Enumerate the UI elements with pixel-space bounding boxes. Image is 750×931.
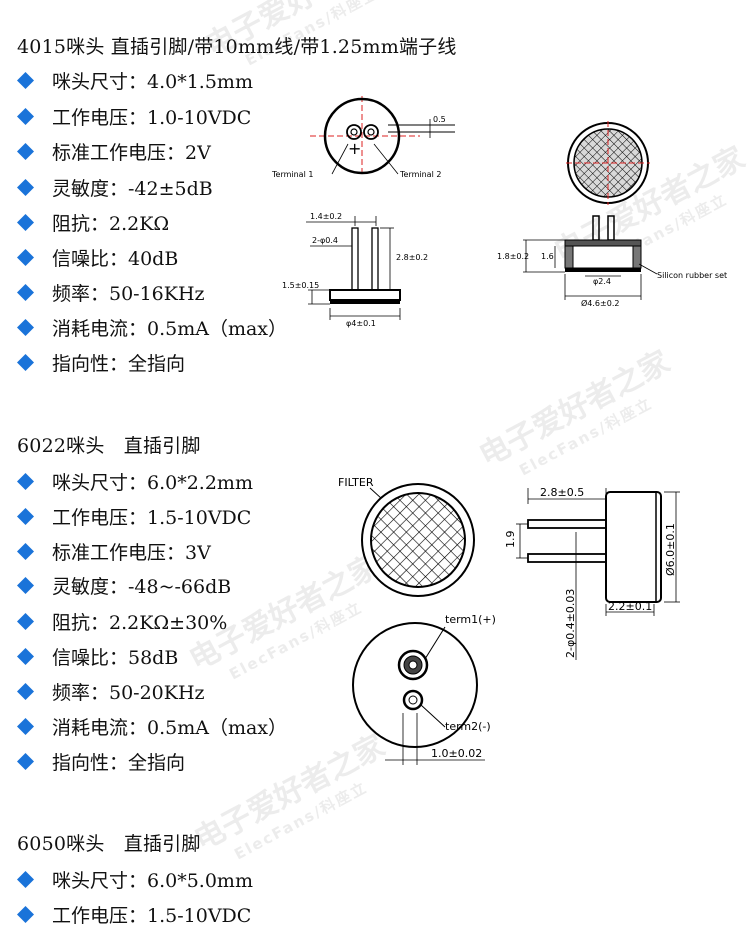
spec-text: 指向性：全指向: [52, 352, 186, 375]
section-title: 4015咪头 直插引脚/带10mm线/带1.25mm端子线: [17, 36, 457, 58]
spec-text: 工作电压：1.5-10VDC: [52, 506, 252, 529]
diamond-bullet-icon: [17, 542, 34, 560]
dim-pin-dia-label: 2-φ0.4: [312, 236, 338, 245]
term1-label: term1(+): [445, 613, 496, 626]
diamond-bullet-icon: [17, 71, 34, 89]
section-title: 6022咪头 直插引脚: [17, 435, 201, 457]
term2-label: term2(-): [445, 720, 491, 733]
diamond-bullet-icon: [17, 717, 34, 735]
spec-item: 指向性：全指向: [17, 347, 185, 377]
spec-item: 消耗电流：0.5mA（max）: [17, 711, 287, 741]
dim-side-height-label: 1.8±0.2: [497, 252, 529, 261]
diamond-bullet-icon: [17, 283, 34, 301]
diamond-bullet-icon: [17, 507, 34, 525]
diamond-bullet-icon: [17, 576, 34, 594]
dim-body-dia-label: Ø6.0±0.1: [664, 523, 677, 576]
diamond-bullet-icon: [17, 178, 34, 196]
diamond-bullet-icon: [17, 612, 34, 630]
drawing-4015-section-view: 1.8±0.2 1.6 φ2.4 Ø4.6±0.2 Silicon rubber…: [497, 212, 747, 312]
svg-text:+: +: [348, 139, 361, 158]
diamond-bullet-icon: [17, 682, 34, 700]
spec-item: 咪头尺寸：6.0*5.0mm: [17, 864, 253, 894]
spec-text: 阻抗：2.2KΩ: [52, 212, 170, 235]
drawing-6022-filter-view: FILTER: [330, 468, 480, 598]
spec-text: 频率：50-20KHz: [52, 681, 205, 704]
spec-item: 阻抗：2.2KΩ: [17, 207, 169, 237]
filter-label: FILTER: [338, 476, 374, 489]
dim-pin-gap-label: 1.0±0.02: [431, 747, 482, 760]
section-title: 6050咪头 直插引脚: [17, 833, 201, 855]
spec-text: 咪头尺寸：6.0*2.2mm: [52, 471, 253, 494]
dim-pin-dia-label: 2-φ0.4±0.03: [564, 589, 577, 658]
diamond-bullet-icon: [17, 870, 34, 888]
drawing-4015-side-view: 1.4±0.2 2-φ0.4 2.8±0.2 1.5±0.15 φ4±0.1: [282, 208, 442, 333]
watermark: 电子爱好者之家 ElecFans/科座立: [470, 337, 686, 493]
spec-item: 频率：50-16KHz: [17, 277, 205, 307]
spec-item: 阻抗：2.2KΩ±30%: [17, 606, 227, 636]
spec-text: 信噪比：58dB: [52, 646, 179, 669]
spec-item: 灵敏度：-48~-66dB: [17, 570, 231, 600]
dim-inner-height-label: 1.6: [541, 252, 554, 261]
spec-item: 指向性：全指向: [17, 746, 185, 776]
dim-outer-dia-label: Ø4.6±0.2: [581, 298, 619, 308]
spec-item: 工作电压：1.5-10VDC: [17, 899, 251, 929]
dim-pin-length-label: 2.8±0.5: [540, 486, 584, 499]
terminal-2-label: Terminal 2: [399, 170, 441, 179]
spec-text: 灵敏度：-42±5dB: [52, 177, 213, 200]
diamond-bullet-icon: [17, 213, 34, 231]
spec-item: 咪头尺寸：6.0*2.2mm: [17, 466, 253, 496]
diamond-bullet-icon: [17, 107, 34, 125]
spec-text: 阻抗：2.2KΩ±30%: [52, 611, 228, 634]
diamond-bullet-icon: [17, 647, 34, 665]
spec-text: 指向性：全指向: [52, 751, 186, 774]
spec-text: 咪头尺寸：6.0*5.0mm: [52, 869, 253, 892]
spec-text: 频率：50-16KHz: [52, 282, 205, 305]
diamond-bullet-icon: [17, 472, 34, 490]
diamond-bullet-icon: [17, 353, 34, 371]
silicon-rubber-label: Silicon rubber set: [657, 271, 727, 280]
dim-inner-dia-label: φ2.4: [593, 277, 611, 286]
terminal-1-label: Terminal 1: [271, 170, 313, 179]
dim-body-height-label: 1.5±0.15: [282, 281, 319, 290]
dim-pitch-label: 1.4±0.2: [310, 212, 342, 221]
spec-item: 信噪比：40dB: [17, 242, 178, 272]
diamond-bullet-icon: [17, 318, 34, 336]
spec-item: 标准工作电压：3V: [17, 536, 211, 566]
spec-item: 咪头尺寸：4.0*1.5mm: [17, 65, 253, 95]
diamond-bullet-icon: [17, 248, 34, 266]
spec-text: 咪头尺寸：4.0*1.5mm: [52, 70, 253, 93]
drawing-6022-side-view: 2.8±0.5 1.9 2-φ0.4±0.03 Ø6.0±0.1 2.2±0.1: [488, 480, 688, 670]
drawing-4015-filter-view: [563, 118, 653, 208]
spec-text: 消耗电流：0.5mA（max）: [52, 716, 288, 739]
spec-text: 标准工作电压：3V: [52, 541, 211, 564]
spec-item: 消耗电流：0.5mA（max）: [17, 312, 287, 342]
drawing-6022-terminal-view: term1(+) term2(-) 1.0±0.02: [345, 605, 525, 770]
diamond-bullet-icon: [17, 142, 34, 160]
spec-item: 频率：50-20KHz: [17, 676, 205, 706]
dim-body-dia-label: φ4±0.1: [346, 319, 376, 328]
dim-gap-label: 0.5: [433, 115, 446, 124]
dim-pin-length-label: 2.8±0.2: [396, 253, 428, 262]
spec-text: 标准工作电压：2V: [52, 141, 211, 164]
spec-item: 工作电压：1.5-10VDC: [17, 501, 251, 531]
spec-text: 工作电压：1.5-10VDC: [52, 904, 252, 927]
spec-item: 工作电压：1.0-10VDC: [17, 101, 251, 131]
dim-pitch-label: 1.9: [504, 531, 517, 549]
spec-text: 工作电压：1.0-10VDC: [52, 106, 252, 129]
watermark-subtext: ElecFans/科座立: [516, 393, 656, 480]
spec-item: 标准工作电压：2V: [17, 136, 211, 166]
drawing-4015-top-view: + 0.5 Terminal 1 Terminal 2: [270, 92, 470, 192]
diamond-bullet-icon: [17, 752, 34, 770]
watermark-text: 电子爱好者之家: [473, 344, 676, 474]
spec-text: 灵敏度：-48~-66dB: [52, 575, 232, 598]
spec-item: 灵敏度：-42±5dB: [17, 172, 213, 202]
spec-text: 信噪比：40dB: [52, 247, 179, 270]
diamond-bullet-icon: [17, 905, 34, 923]
spec-text: 消耗电流：0.5mA（max）: [52, 317, 288, 340]
spec-item: 信噪比：58dB: [17, 641, 178, 671]
watermark-subtext: ElecFans/科座立: [231, 777, 371, 864]
dim-body-height-label: 2.2±0.1: [608, 600, 652, 613]
